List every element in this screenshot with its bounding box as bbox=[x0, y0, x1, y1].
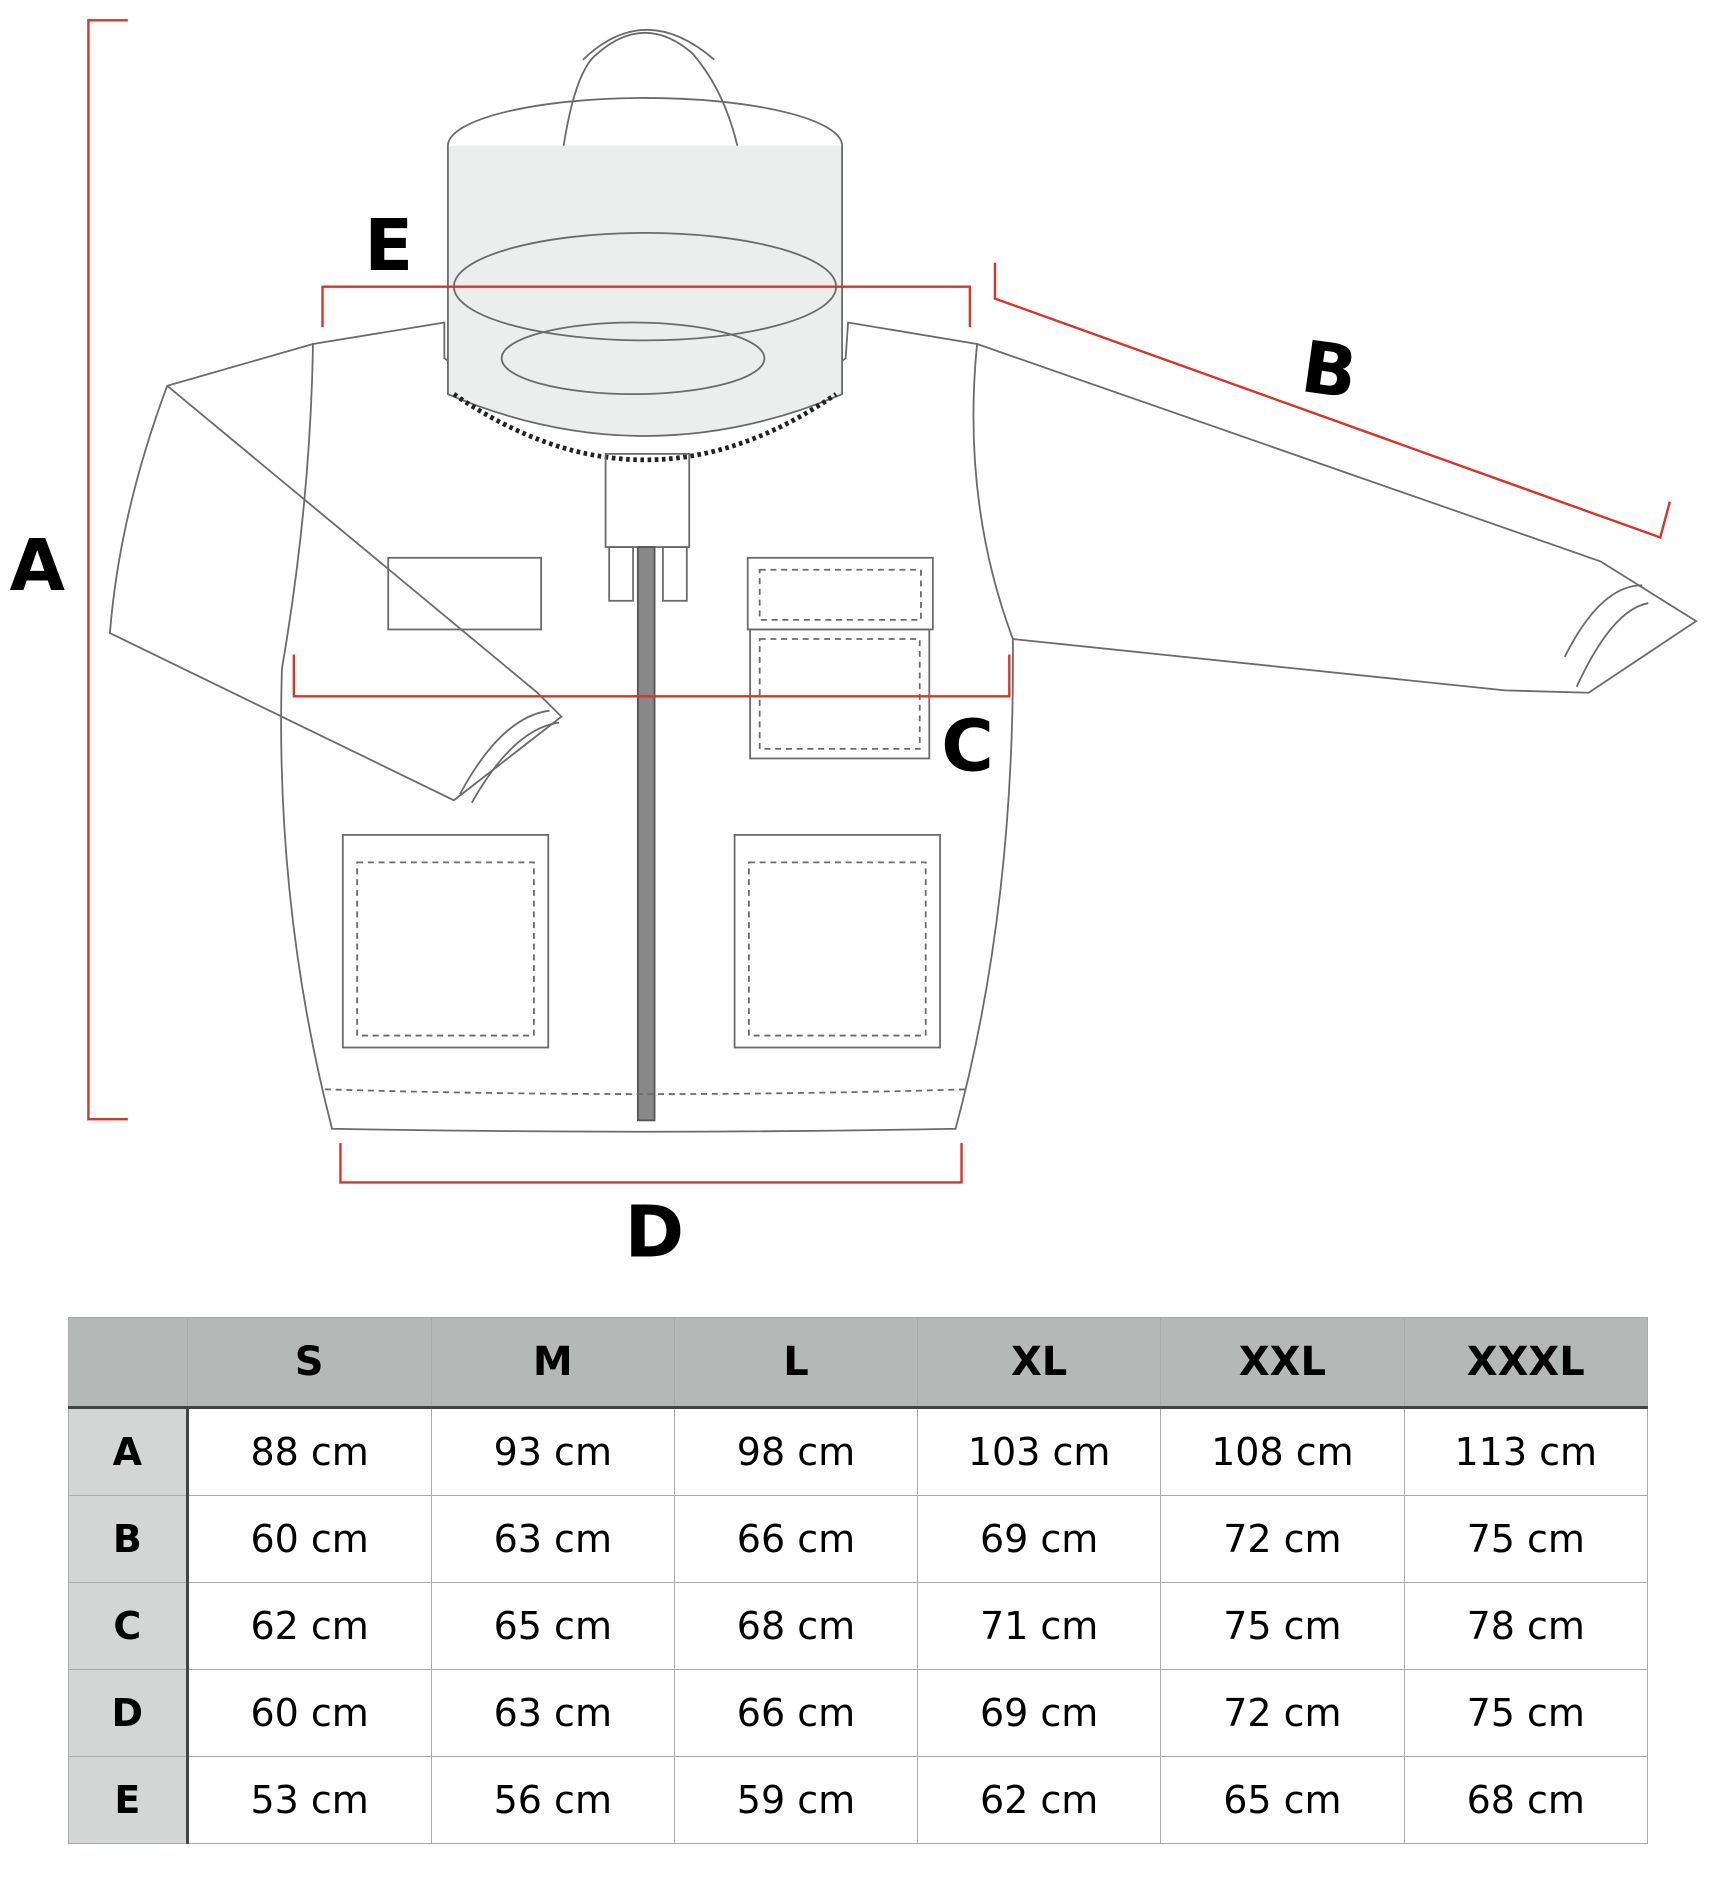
dimension-e-line bbox=[321, 285, 972, 328]
measurement-cell: 53 cm bbox=[186, 1756, 432, 1844]
measurement-cell: 72 cm bbox=[1160, 1669, 1405, 1757]
jacket-outline bbox=[108, 29, 1698, 1133]
measurement-cell: 69 cm bbox=[917, 1495, 1162, 1583]
row-label: C bbox=[68, 1582, 189, 1670]
measurement-cell: 59 cm bbox=[673, 1756, 919, 1844]
size-header: XL bbox=[917, 1317, 1162, 1409]
measurement-cell: 68 cm bbox=[1403, 1756, 1649, 1844]
measurement-cell: 75 cm bbox=[1160, 1582, 1405, 1670]
label-c: C bbox=[941, 703, 994, 787]
row-label: A bbox=[68, 1407, 189, 1496]
label-d: D bbox=[625, 1190, 684, 1274]
row-label: D bbox=[68, 1669, 189, 1757]
measurement-cell: 66 cm bbox=[673, 1669, 919, 1757]
size-header: XXXL bbox=[1403, 1317, 1649, 1409]
measurement-cell: 93 cm bbox=[430, 1407, 675, 1496]
label-a: A bbox=[10, 523, 66, 607]
dimension-b-line bbox=[993, 262, 1671, 540]
measurement-cell: 65 cm bbox=[430, 1582, 675, 1670]
measurement-cell: 66 cm bbox=[673, 1495, 919, 1583]
label-e: E bbox=[364, 203, 413, 287]
measurement-cell: 98 cm bbox=[673, 1407, 919, 1496]
measurement-cell: 71 cm bbox=[917, 1582, 1162, 1670]
dimension-lines bbox=[87, 19, 1671, 1184]
measurement-cell: 56 cm bbox=[430, 1756, 675, 1844]
corner-cell bbox=[68, 1317, 188, 1409]
measurement-cell: 88 cm bbox=[186, 1407, 432, 1496]
size-header: XXL bbox=[1160, 1317, 1405, 1409]
row-label: B bbox=[68, 1495, 189, 1583]
measurement-cell: 63 cm bbox=[430, 1495, 675, 1583]
measurement-cell: 108 cm bbox=[1160, 1407, 1405, 1496]
measurement-cell: 65 cm bbox=[1160, 1756, 1405, 1844]
label-b: B bbox=[1296, 324, 1362, 415]
measurement-cell: 103 cm bbox=[917, 1407, 1162, 1496]
measurement-cell: 68 cm bbox=[673, 1582, 919, 1670]
dimension-a-line bbox=[87, 19, 128, 1121]
measurement-cell: 72 cm bbox=[1160, 1495, 1405, 1583]
row-label: E bbox=[68, 1756, 189, 1844]
measurement-cell: 60 cm bbox=[186, 1669, 432, 1757]
measurement-cell: 62 cm bbox=[917, 1756, 1162, 1844]
measurement-cell: 75 cm bbox=[1403, 1669, 1649, 1757]
measurement-cell: 78 cm bbox=[1403, 1582, 1649, 1670]
measurement-cell: 60 cm bbox=[186, 1495, 432, 1583]
dimension-d-line bbox=[339, 1143, 963, 1184]
table-header-row: S M L XL XXL XXXL bbox=[68, 1317, 1649, 1409]
size-header: S bbox=[186, 1317, 432, 1409]
dimension-c-line bbox=[292, 654, 1011, 698]
size-header: L bbox=[673, 1317, 919, 1409]
measurement-cell: 62 cm bbox=[186, 1582, 432, 1670]
measurement-cell: 69 cm bbox=[917, 1669, 1162, 1757]
measurement-cell: 113 cm bbox=[1403, 1407, 1649, 1496]
measurement-cell: 63 cm bbox=[430, 1669, 675, 1757]
measurement-cell: 75 cm bbox=[1403, 1495, 1649, 1583]
size-header: M bbox=[430, 1317, 675, 1409]
